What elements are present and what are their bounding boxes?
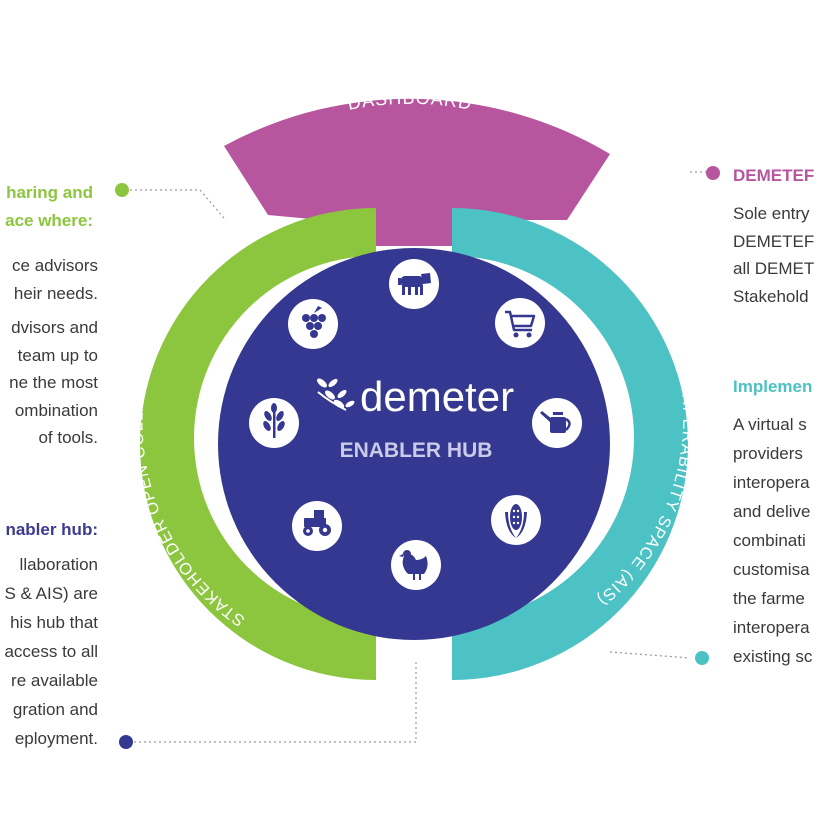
left-bottom-line: access to all	[4, 642, 98, 661]
right-top-heading: DEMETEF	[733, 166, 815, 185]
left-bottom-line: llaboration	[19, 555, 98, 574]
connector-dot-hub	[119, 735, 133, 749]
cow-icon	[389, 259, 439, 309]
watering-can-icon	[532, 398, 582, 448]
cart-icon	[495, 298, 545, 348]
left-bottom-line: re available	[11, 671, 98, 690]
ais-ring	[452, 208, 688, 680]
corn-icon	[491, 495, 541, 545]
left-top-line: heir needs.	[13, 283, 98, 303]
left-bottom-line: eployment.	[14, 729, 98, 748]
left-bottom-body: llaboration S & AIS) are his hub that ac…	[4, 550, 98, 753]
left-top-body-2: dvisors and team up to ne the most ombin…	[9, 314, 98, 452]
right-bottom-heading-block: Implemen	[733, 373, 812, 401]
left-bottom-line: his hub that	[10, 613, 98, 632]
connector-lines	[130, 171, 712, 743]
right-bottom-heading: Implemen	[733, 377, 813, 396]
right-top-line: DEMETEF	[733, 231, 815, 251]
left-top-heading-line-2: ace where:	[5, 210, 93, 230]
right-bottom-body: A virtual s providers interopera and del…	[733, 410, 812, 671]
right-top-body: Sole entry DEMETEF all DEMET Stakehold	[733, 200, 814, 310]
right-bottom-line: and delive	[733, 502, 811, 521]
hub-title: ENABLER HUB	[340, 439, 493, 462]
connector-dot-dashboard	[706, 166, 720, 180]
wheat-icon	[249, 398, 299, 448]
left-top-text-block: haring and ace where:	[5, 179, 93, 234]
left-top-heading-line-1: haring and	[6, 183, 93, 202]
right-top-line: Stakehold	[733, 286, 809, 306]
right-bottom-line: interopera	[733, 473, 810, 492]
right-top-heading-block: DEMETEF	[733, 162, 814, 190]
dashboard-band	[224, 98, 610, 246]
connector-dot-ais	[695, 651, 709, 665]
chicken-icon	[391, 540, 441, 590]
left-bottom-line: gration and	[12, 700, 98, 719]
right-bottom-line: customisa	[733, 560, 810, 579]
left-top-line: ne the most	[9, 373, 98, 392]
right-bottom-line: combinati	[733, 531, 806, 550]
left-bottom-heading: nabler hub:	[5, 520, 98, 539]
right-bottom-line: A virtual s	[733, 415, 807, 434]
demeter-logo-text: demeter	[360, 373, 514, 420]
left-bottom-text-block: nabler hub:	[5, 516, 98, 544]
right-bottom-line: existing sc	[733, 647, 813, 666]
right-bottom-line: interopera	[733, 618, 810, 637]
socs-ring	[140, 208, 376, 680]
left-top-line: ce advisors	[12, 256, 98, 275]
left-top-line: ombination	[14, 400, 98, 420]
demeter-leaf-icon	[317, 378, 355, 411]
tractor-icon	[292, 501, 342, 551]
left-top-line: dvisors and	[11, 318, 98, 337]
left-top-body-1: ce advisors heir needs.	[12, 252, 98, 307]
right-top-line: Sole entry	[733, 204, 810, 223]
right-bottom-line: providers	[733, 444, 803, 463]
left-bottom-line: S & AIS) are	[4, 584, 98, 603]
grapes-icon	[288, 299, 338, 349]
left-top-line: team up to	[17, 345, 98, 365]
right-bottom-line: the farme	[733, 589, 805, 608]
left-top-line: of tools.	[38, 428, 98, 447]
connector-dot-socs	[115, 183, 129, 197]
right-top-line: all DEMET	[733, 259, 815, 278]
